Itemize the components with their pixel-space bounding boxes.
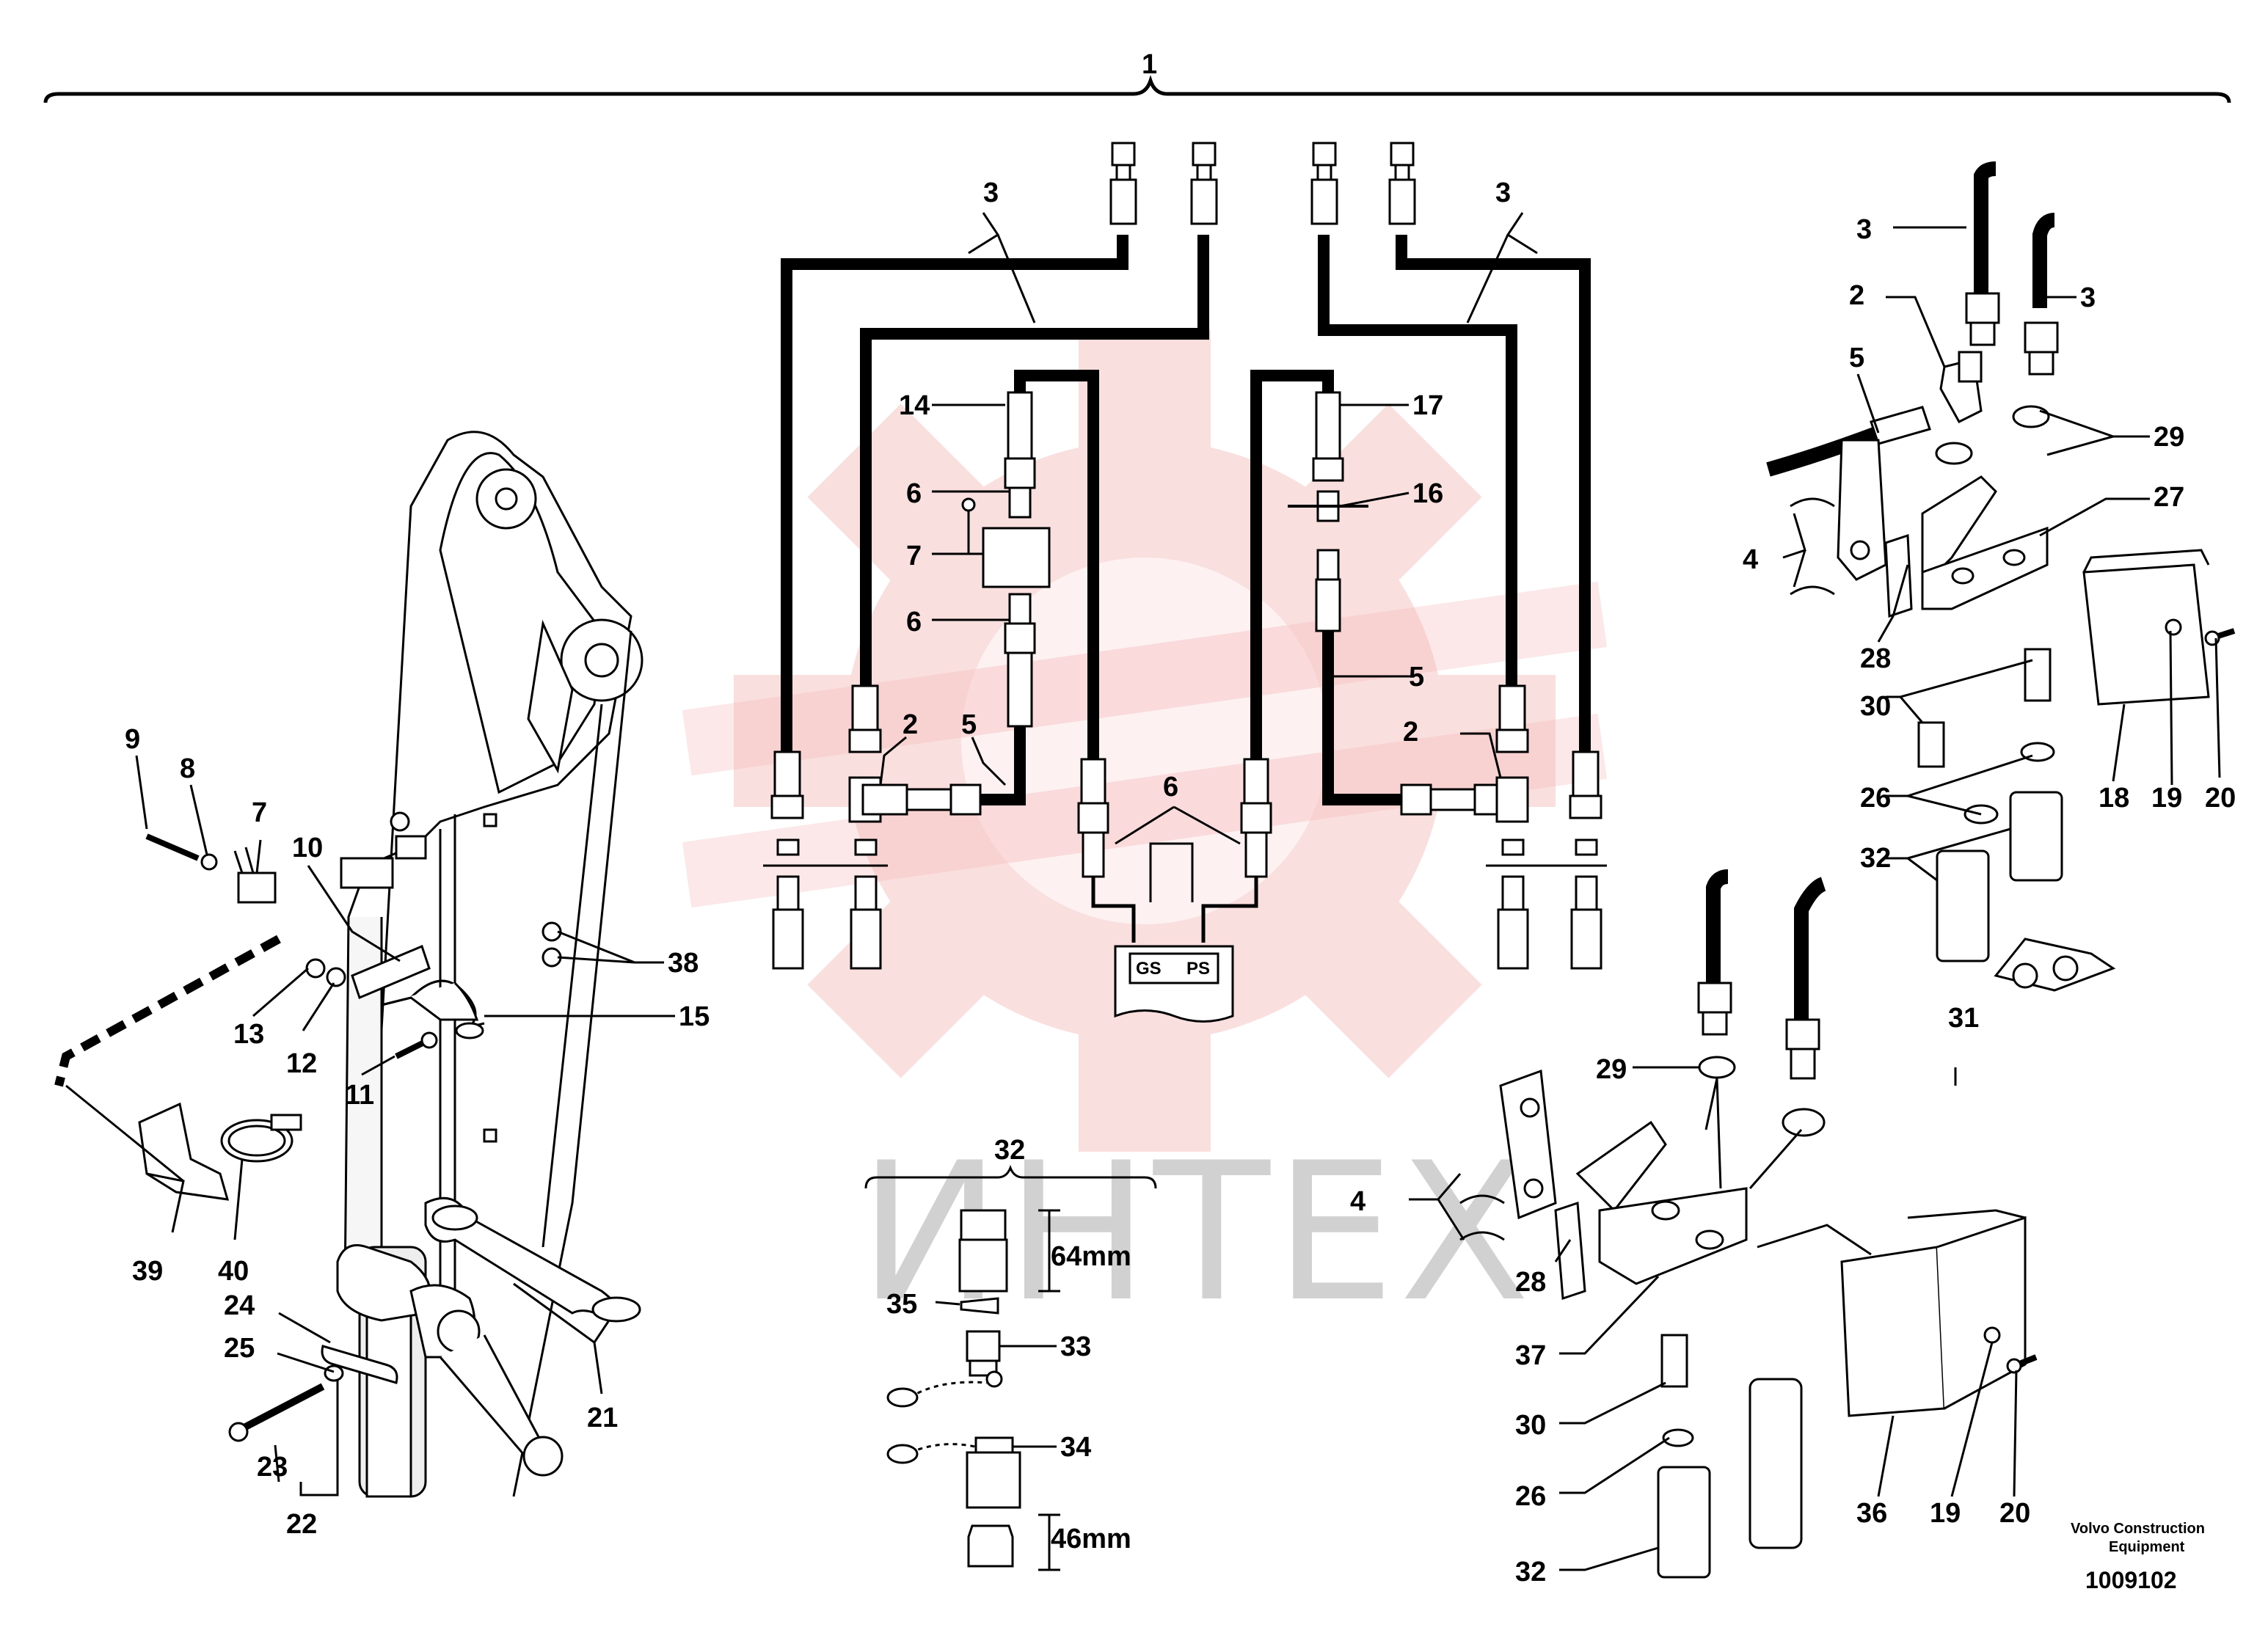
drawing-number: 1009102 bbox=[2085, 1567, 2177, 1593]
right-top-assembly bbox=[1766, 161, 2236, 962]
callout-22: 22 bbox=[286, 1509, 317, 1540]
callout-32: 32 bbox=[1515, 1557, 1546, 1587]
assembly-brace bbox=[43, 75, 2231, 103]
callout-16: 16 bbox=[1412, 478, 1443, 509]
callout-35: 35 bbox=[886, 1289, 917, 1320]
watermark-text: ИНТЕХ bbox=[858, 1122, 1534, 1344]
callout-9: 9 bbox=[125, 724, 140, 755]
callout-3: 3 bbox=[2080, 282, 2096, 313]
left-small-parts bbox=[54, 833, 485, 1442]
callout-3: 3 bbox=[983, 178, 999, 208]
callout-4: 4 bbox=[1743, 544, 1758, 575]
leader-lines bbox=[65, 212, 2221, 1571]
callout-36: 36 bbox=[1856, 1498, 1887, 1529]
callout-34: 34 bbox=[1060, 1432, 1091, 1463]
top-hose-fittings bbox=[1109, 142, 1416, 225]
callout-28: 28 bbox=[1860, 643, 1891, 674]
callout-19: 19 bbox=[1930, 1498, 1961, 1529]
left-bottom-fittings bbox=[763, 684, 982, 970]
port-gs-label: GS bbox=[1136, 959, 1162, 979]
callout-6: 6 bbox=[906, 478, 922, 509]
callout-38: 38 bbox=[668, 948, 699, 979]
callout-20: 20 bbox=[1999, 1498, 2030, 1529]
callout-5: 5 bbox=[1849, 343, 1864, 373]
callout-40: 40 bbox=[218, 1256, 249, 1287]
callout-21: 21 bbox=[587, 1403, 618, 1433]
manufacturer-line-2: Equipment bbox=[2109, 1539, 2185, 1555]
excavator-boom bbox=[336, 431, 643, 1498]
callout-28: 28 bbox=[1515, 1267, 1546, 1298]
callout-33: 33 bbox=[1060, 1331, 1091, 1362]
callout-11: 11 bbox=[345, 1080, 374, 1111]
callout-7: 7 bbox=[906, 541, 922, 571]
callout-15: 15 bbox=[679, 1001, 710, 1032]
callout-12: 12 bbox=[286, 1048, 317, 1079]
callout-26: 26 bbox=[1860, 783, 1891, 814]
right-fittings bbox=[1288, 391, 1607, 970]
callout-6: 6 bbox=[906, 607, 922, 637]
callout-30: 30 bbox=[1515, 1410, 1546, 1441]
callout-2: 2 bbox=[903, 709, 918, 740]
callout-2: 2 bbox=[1849, 280, 1864, 311]
callout-5: 5 bbox=[1409, 662, 1424, 692]
watermark-gear-inner bbox=[682, 558, 1608, 924]
callout-32: 32 bbox=[1860, 843, 1891, 874]
right-bottom-assembly bbox=[1459, 869, 2116, 1579]
assembly-number: 1 bbox=[1142, 49, 1157, 80]
callout-6: 6 bbox=[1163, 772, 1178, 803]
callout-20: 20 bbox=[2205, 783, 2236, 814]
coupler-title: 32 bbox=[994, 1135, 1025, 1166]
callout-8: 8 bbox=[180, 753, 195, 784]
callout-30: 30 bbox=[1860, 691, 1891, 722]
callout-18: 18 bbox=[2099, 783, 2129, 814]
callout-4: 4 bbox=[1350, 1186, 1365, 1217]
gs-ps-block bbox=[1077, 758, 1272, 1023]
callout-31: 31 bbox=[1948, 1003, 1979, 1034]
callout-3: 3 bbox=[1495, 178, 1511, 208]
ball-valve-assembly bbox=[961, 391, 1051, 728]
coupler-length-64: 64mm bbox=[1051, 1241, 1131, 1272]
coupler-details bbox=[864, 1164, 1157, 1571]
callout-2: 2 bbox=[1403, 717, 1418, 748]
manufacturer-line-1: Volvo Construction bbox=[2071, 1521, 2205, 1537]
callout-29: 29 bbox=[2154, 422, 2184, 453]
port-ps-label: PS bbox=[1186, 959, 1210, 979]
callout-13: 13 bbox=[233, 1019, 264, 1050]
callout-17: 17 bbox=[1412, 390, 1443, 421]
coupler-length-46: 46mm bbox=[1051, 1524, 1131, 1554]
callout-29: 29 bbox=[1596, 1054, 1627, 1085]
callout-labels: 3 3 3 3 14 6 7 6 2 5 6 17 16 5 2 2 5 29 … bbox=[125, 178, 2236, 1587]
callout-27: 27 bbox=[2154, 482, 2184, 513]
callout-5: 5 bbox=[961, 709, 977, 740]
callout-25: 25 bbox=[224, 1333, 255, 1364]
callout-37: 37 bbox=[1515, 1340, 1546, 1371]
callout-14: 14 bbox=[899, 390, 930, 421]
hose-system bbox=[781, 235, 1591, 805]
callout-39: 39 bbox=[132, 1256, 163, 1287]
callout-19: 19 bbox=[2151, 783, 2182, 814]
callout-10: 10 bbox=[292, 833, 323, 863]
callout-26: 26 bbox=[1515, 1481, 1546, 1512]
callout-3: 3 bbox=[1856, 214, 1872, 245]
callout-23: 23 bbox=[257, 1452, 288, 1483]
callout-24: 24 bbox=[224, 1290, 255, 1321]
callout-7: 7 bbox=[252, 797, 267, 828]
